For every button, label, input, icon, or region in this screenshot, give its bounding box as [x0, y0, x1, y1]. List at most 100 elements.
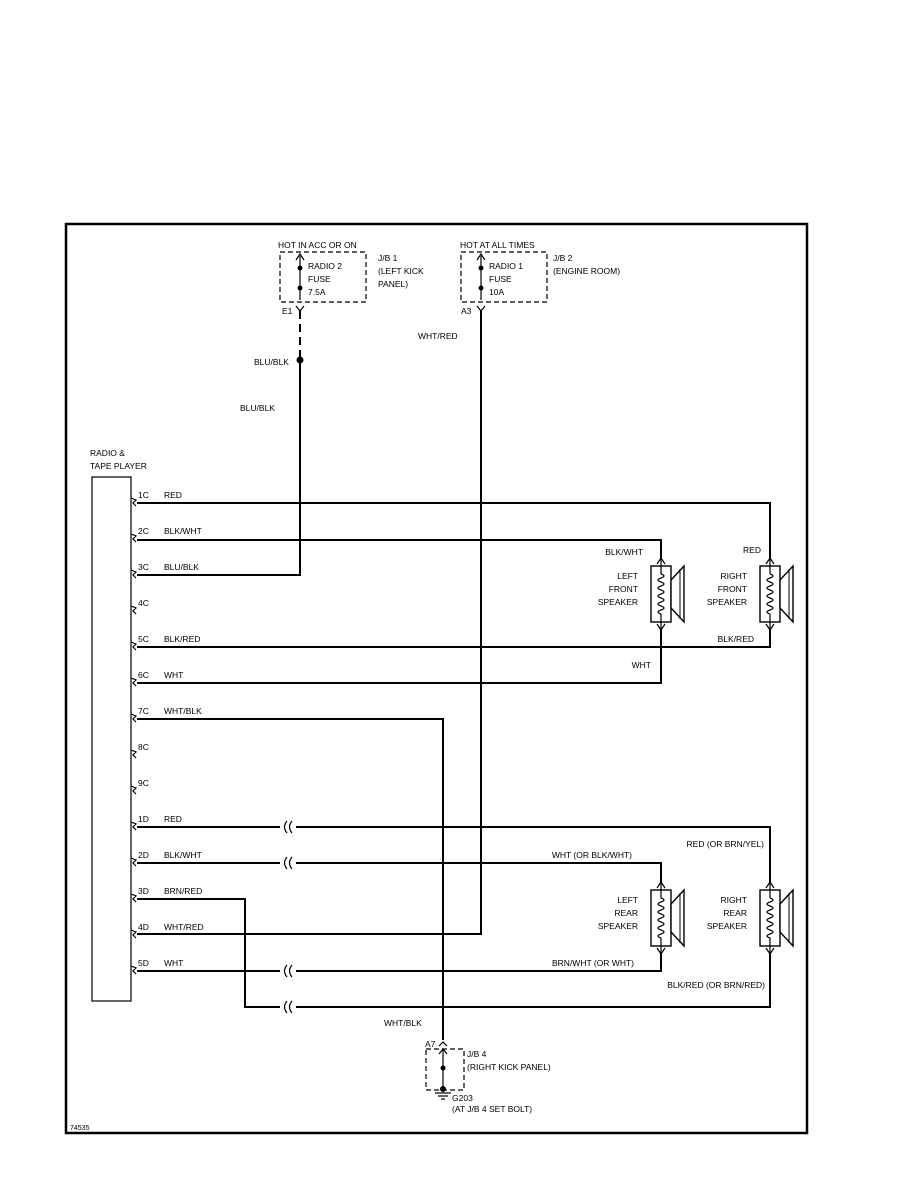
left-rear-wire-top: WHT (OR BLK/WHT) — [552, 850, 632, 860]
wht-red-wire — [137, 311, 482, 935]
jb4-location: (RIGHT KICK PANEL) — [467, 1062, 551, 1072]
right-rear-speaker-coil — [766, 897, 774, 939]
svg-text:3D: 3D — [138, 886, 149, 896]
svg-text:3C: 3C — [138, 562, 149, 572]
svg-text:8C: 8C — [138, 742, 149, 752]
fuse-radio-1: HOT AT ALL TIMES RADIO 1 FUSE 10A J/B 2 … — [460, 240, 620, 316]
svg-text:6C: 6C — [138, 670, 149, 680]
pin-4c: 4C — [130, 598, 149, 615]
figure-id: 74535 — [70, 1125, 90, 1132]
left-front-label-1: LEFT — [617, 571, 638, 581]
wire-label-blu-blk-lower: BLU/BLK — [240, 403, 275, 413]
left-front-label-2: FRONT — [609, 584, 638, 594]
jb1-location-2: PANEL) — [378, 279, 408, 289]
left-front-speaker — [650, 556, 685, 632]
right-front-speaker — [759, 556, 794, 632]
wire-label-blu-blk-upper: BLU/BLK — [254, 357, 289, 367]
svg-text:RED: RED — [164, 490, 182, 500]
jb2-location-1: (ENGINE ROOM) — [553, 266, 620, 276]
right-rear-label-3: SPEAKER — [707, 921, 747, 931]
fuse-radio-2-rating: 7.5A — [308, 287, 326, 297]
jb1-location-1: (LEFT KICK — [378, 266, 424, 276]
svg-text:WHT/BLK: WHT/BLK — [164, 706, 202, 716]
svg-text:4D: 4D — [138, 922, 149, 932]
left-rear-wire-bottom: BRN/WHT (OR WHT) — [552, 958, 634, 968]
left-front-speaker-cone — [670, 564, 685, 624]
wire-1d-red — [137, 826, 771, 882]
right-rear-speaker — [759, 880, 794, 956]
diagram-frame — [64, 222, 809, 1135]
connector-3d — [280, 1000, 296, 1014]
svg-text:BLK/WHT: BLK/WHT — [164, 850, 202, 860]
right-rear-label-1: RIGHT — [721, 895, 747, 905]
right-rear-wire-top: RED (OR BRN/YEL) — [687, 839, 765, 849]
svg-text:RED: RED — [164, 814, 182, 824]
fuse-radio-2-hot-label: HOT IN ACC OR ON — [278, 240, 357, 250]
wire-3d-brn-red — [137, 898, 771, 1008]
svg-text:4C: 4C — [138, 598, 149, 608]
jb1-box — [279, 251, 367, 303]
svg-text:WHT: WHT — [164, 958, 183, 968]
radio-label-2: TAPE PLAYER — [90, 461, 147, 471]
speaker-labels: LEFT FRONT SPEAKER BLK/WHT WHT RIGHT FRO… — [552, 545, 765, 990]
svg-text:1D: 1D — [138, 814, 149, 824]
front-speaker-wires — [137, 502, 771, 1040]
fuse-radio-2-name: RADIO 2 — [308, 261, 342, 271]
left-rear-label-3: SPEAKER — [598, 921, 638, 931]
svg-text:2D: 2D — [138, 850, 149, 860]
terminal-a3: A3 — [461, 306, 472, 316]
right-rear-label-2: REAR — [723, 908, 747, 918]
jb4-label: J/B 4 — [467, 1049, 487, 1059]
pin-2d: 2D BLK/WHT — [130, 850, 202, 867]
left-front-speaker-coil — [657, 573, 665, 615]
ground-wire-label: WHT/BLK — [384, 1018, 422, 1028]
svg-text:BRN/RED: BRN/RED — [164, 886, 202, 896]
pin-4d: 4D WHT/RED — [130, 922, 204, 939]
fuse-radio-1-rating: 10A — [489, 287, 504, 297]
right-front-label-3: SPEAKER — [707, 597, 747, 607]
inline-connectors — [280, 820, 296, 1014]
blu-blk-wire — [137, 360, 301, 576]
jb1-label: J/B 1 — [378, 253, 398, 263]
right-rear-speaker-cone — [779, 888, 794, 948]
right-front-label-2: FRONT — [718, 584, 747, 594]
terminal-e1: E1 — [282, 306, 293, 316]
connector-2d — [280, 856, 296, 870]
left-front-label-3: SPEAKER — [598, 597, 638, 607]
left-front-wire-top: BLK/WHT — [605, 547, 643, 557]
pin-8c: 8C — [130, 742, 149, 759]
pin-6c: 6C WHT — [130, 670, 183, 687]
wire-label-wht-red: WHT/RED — [418, 331, 458, 341]
right-front-wire-top: RED — [743, 545, 761, 555]
radio-tape-player: RADIO & TAPE PLAYER — [90, 448, 147, 1002]
svg-text:BLK/WHT: BLK/WHT — [164, 526, 202, 536]
svg-text:WHT/RED: WHT/RED — [164, 922, 204, 932]
right-front-speaker-cone — [779, 564, 794, 624]
ground-location: (AT J/B 4 SET BOLT) — [452, 1104, 532, 1114]
left-rear-speaker-cone — [670, 888, 685, 948]
fuse-radio-1-name: RADIO 1 — [489, 261, 523, 271]
svg-text:9C: 9C — [138, 778, 149, 788]
fuse-radio-2-type: FUSE — [308, 274, 331, 284]
ground-id: G203 — [452, 1093, 473, 1103]
pin-1d: 1D RED — [130, 814, 182, 831]
fuse-radio-1-type: FUSE — [489, 274, 512, 284]
wire-2c-blk-wht — [137, 539, 662, 558]
svg-text:1C: 1C — [138, 490, 149, 500]
radio-label-1: RADIO & — [90, 448, 125, 458]
right-rear-wire-bottom: BLK/RED (OR BRN/RED) — [667, 980, 765, 990]
left-rear-label-1: LEFT — [617, 895, 638, 905]
wire-2d-blk-wht — [137, 862, 662, 882]
left-rear-label-2: REAR — [614, 908, 638, 918]
svg-text:WHT: WHT — [164, 670, 183, 680]
pin-1c: 1C RED — [130, 490, 182, 507]
svg-text:5C: 5C — [138, 634, 149, 644]
fuse-radio-2: HOT IN ACC OR ON RADIO 2 FUSE 7.5A J/B 1… — [278, 240, 424, 316]
